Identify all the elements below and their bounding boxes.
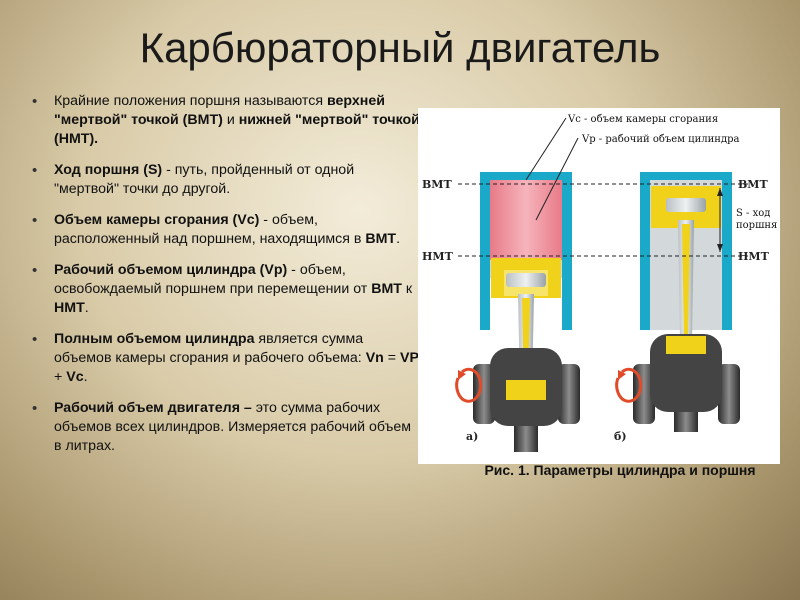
bmt-label-right: ВМТ [738, 178, 768, 191]
cylinder-a-crank-web-right [558, 364, 580, 424]
bmt-label-left: ВМТ [422, 178, 452, 191]
diagram-svg: ВМТ НМТ ВМТ НМТ S - ход поршня Vc - объе… [422, 114, 777, 452]
bullet-bold: Vn [365, 350, 384, 366]
cylinder-a-arrow-head-icon [458, 370, 466, 380]
bullet-text: + [54, 369, 67, 385]
cylinder-b-wall-right [722, 180, 732, 330]
bullet-engine-volume: Рабочий объем двигателя – это сумма рабо… [30, 399, 422, 456]
bullet-bold: Объем камеры сгорания (Vc) [54, 212, 260, 228]
cylinder-b-counterweight [674, 412, 698, 432]
bullet-bold: Ход поршня (S) [54, 162, 163, 178]
cylinder-a [455, 172, 580, 452]
cylinder-b-crank-pin [666, 336, 706, 354]
vc-leader-line [525, 117, 567, 181]
bullet-working-volume: Рабочий объемом цилиндра (Vp) - объем, о… [30, 261, 422, 318]
bullet-text: . [396, 231, 401, 247]
figure-caption: Рис. 1. Параметры цилиндра и поршня [484, 462, 756, 478]
bullet-full-volume: Полным объемом цилиндра является сумма о… [30, 330, 422, 387]
bullet-bold: ВМТ [365, 231, 397, 247]
bullet-bold: Рабочий объемом цилиндра (Vp) [54, 262, 288, 278]
bullet-chamber-volume: Объем камеры сгорания (Vc) - объем, расп… [30, 211, 422, 249]
stroke-arrow-top-icon [717, 188, 723, 196]
bullet-text: . [84, 300, 89, 316]
bullet-bold: VP [400, 350, 419, 366]
bullet-text: и [222, 112, 239, 128]
bullet-text: - путь, пройденный от одной "мертвой" то… [54, 162, 355, 197]
bullet-text: это сумма рабочих объемов всех цилиндров… [54, 400, 412, 454]
bullet-bold: Полным объемом цилиндра [54, 331, 255, 347]
nmt-label-right: НМТ [738, 250, 770, 263]
vp-label: Vp - рабочий объем цилиндра [581, 134, 739, 145]
bullet-text: - объем, освобождаемый поршнем при перем… [54, 262, 372, 297]
bullet-bold: Рабочий объем двигателя – [54, 400, 252, 416]
sub-label-b: б) [614, 430, 627, 443]
nmt-label-left: НМТ [422, 250, 454, 263]
cylinder-b-rod-core [682, 224, 690, 338]
cylinder-b-rotation-arrow-icon [615, 367, 643, 403]
cylinder-b-crank-web-right [718, 364, 740, 424]
cylinder-b-head [640, 172, 732, 180]
bullet-bold: НМТ [54, 300, 85, 316]
bullet-bold: нижней "мертвой" точкой (НМТ). [54, 112, 420, 147]
bullet-text: - объем, расположенный над поршнем, нахо… [54, 212, 366, 247]
bullet-text: является сумма объемов камеры сгорания и… [54, 331, 366, 366]
bullet-list: Крайние положения поршня называются верх… [30, 92, 422, 468]
sub-label-a: а) [466, 430, 478, 443]
slide-title: Карбюраторный двигатель [139, 24, 661, 71]
stroke-label-line1: S - ход [736, 208, 770, 219]
cylinder-b-wall-left [640, 180, 650, 330]
bullet-bold: верхней "мертвой" точкой (ВМТ) [54, 93, 385, 128]
cylinder-a-volume-vp [490, 180, 562, 260]
cylinder-a-wall-left [480, 180, 490, 330]
vp-leader-line [535, 137, 579, 221]
cylinder-a-counterweight [514, 426, 538, 452]
bullet-text: Крайние положения поршня называются [54, 93, 327, 109]
cylinder-b-arrow-head-icon [618, 370, 626, 380]
bullet-bold: ВМТ [371, 281, 402, 297]
cylinder-b [615, 172, 740, 432]
stroke-label-line2: поршня [736, 220, 777, 231]
cylinder-a-rotation-arrow-icon [455, 367, 483, 403]
cylinder-a-wall-right [562, 180, 572, 330]
bullet-text: . [83, 369, 88, 385]
bullet-text: = [383, 350, 400, 366]
bullet-text: к [401, 281, 413, 297]
cylinder-a-crank-pin [506, 380, 546, 400]
bullet-dead-points: Крайние положения поршня называются верх… [30, 92, 422, 149]
engine-cylinder-diagram: ВМТ НМТ ВМТ НМТ S - ход поршня Vc - объе… [418, 108, 780, 464]
bullet-stroke: Ход поршня (S) - путь, пройденный от одн… [30, 161, 422, 199]
cylinder-a-head [480, 172, 572, 180]
bullet-bold: Vc [66, 369, 84, 385]
stroke-arrow-bottom-icon [717, 244, 723, 252]
vc-label: Vc - объем камеры сгорания [567, 114, 718, 125]
cylinder-a-piston-pin [506, 273, 546, 287]
cylinder-b-piston-pin [666, 198, 706, 212]
